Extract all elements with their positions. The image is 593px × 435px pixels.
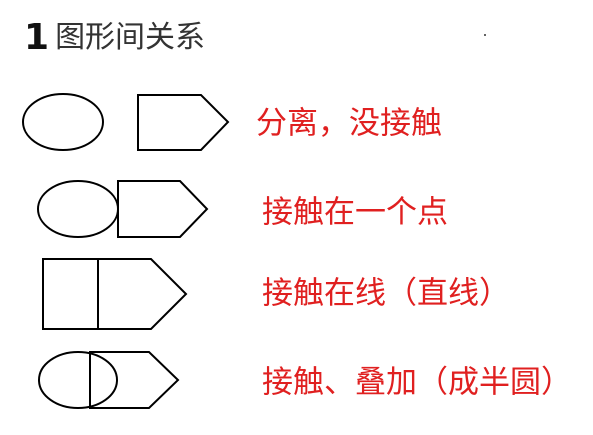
relation-label-overlap: 接触、叠加（成半圆） xyxy=(262,364,572,401)
square-shape xyxy=(42,258,99,330)
relation-overlap-shapes xyxy=(38,351,180,409)
relation-line-contact-shapes xyxy=(42,258,188,330)
title-text: 图形间关系 xyxy=(55,20,206,55)
pentagon-shape xyxy=(89,351,180,409)
pentagon-shape xyxy=(97,258,188,330)
pentagon-shape xyxy=(137,94,230,151)
circle-shape xyxy=(22,93,104,151)
relation-point-contact-shapes xyxy=(37,180,209,238)
circle-shape xyxy=(37,180,119,238)
relation-label-line-contact: 接触在线（直线） xyxy=(262,275,510,312)
circle-shape xyxy=(38,351,118,409)
title-number: 1 xyxy=(24,17,50,58)
relation-separate-shapes xyxy=(22,93,230,151)
stray-dot xyxy=(484,34,486,36)
diagram-title: 1 图形间关系 xyxy=(24,14,205,62)
relation-label-separate: 分离，没接触 xyxy=(256,105,442,142)
pentagon-shape xyxy=(117,180,209,238)
relation-label-point-contact: 接触在一个点 xyxy=(262,194,448,231)
